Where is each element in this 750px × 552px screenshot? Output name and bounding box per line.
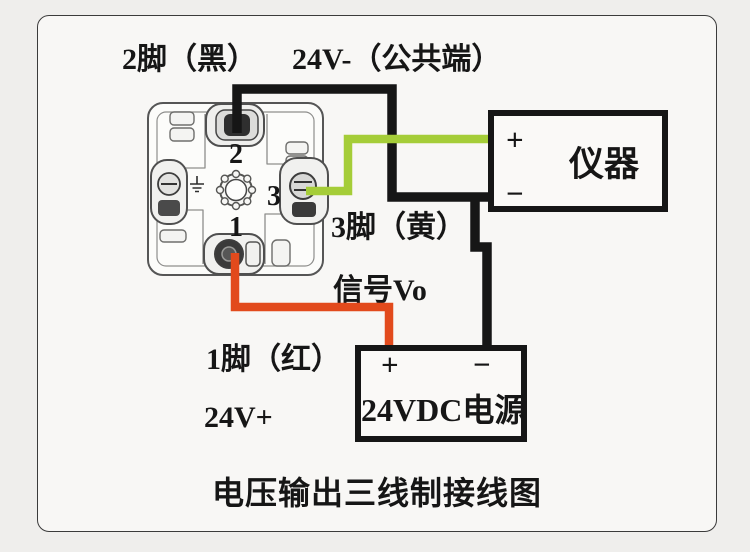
wire-signal-pin3-to-instrument — [306, 134, 490, 196]
power-supply-name: 24VDC电源 — [361, 392, 527, 428]
clip-tab — [159, 229, 187, 243]
power-minus-terminal: − — [473, 347, 491, 382]
instrument-box: + − 仪器 — [488, 110, 668, 212]
pin1-wire-label: 1脚（红） — [206, 343, 341, 376]
power-supply-box: + − 24VDC电源 — [355, 345, 527, 442]
wire-common-to-power-minus — [470, 197, 492, 347]
clip-tab — [271, 239, 291, 267]
connector-drawing: 2 3 1 — [147, 102, 329, 276]
ground-symbol-icon — [190, 176, 204, 193]
pin3-wire-label: 3脚（黄） — [331, 211, 466, 244]
signal-vo-label: 信号Vo — [333, 274, 427, 307]
clip-tab — [285, 141, 309, 155]
pin-number-2: 2 — [229, 139, 243, 170]
pin2-wire-label: 2脚（黑） — [122, 43, 257, 76]
diagram-panel — [37, 15, 717, 532]
terminal-ground — [150, 159, 188, 225]
diagram-title: 电压输出三线制接线图 — [211, 475, 542, 511]
center-screw-boss — [215, 169, 257, 211]
instrument-plus-terminal: + — [506, 122, 524, 157]
pin-number-1: 1 — [229, 212, 243, 243]
wire-supply-pin1-to-power-plus — [230, 253, 394, 347]
wire-common-pin2-to-instrument — [232, 84, 490, 202]
power-plus-terminal: + — [381, 347, 399, 382]
pin-number-3: 3 — [267, 181, 281, 212]
instrument-name: 仪器 — [568, 144, 639, 184]
24v-plus-label: 24V+ — [204, 401, 273, 434]
24v-minus-common-label: 24V-（公共端） — [292, 43, 502, 76]
clip-tab — [169, 127, 195, 142]
terminal-pin3 — [279, 157, 329, 225]
clip-tab — [169, 111, 195, 126]
instrument-minus-terminal: − — [506, 176, 524, 211]
